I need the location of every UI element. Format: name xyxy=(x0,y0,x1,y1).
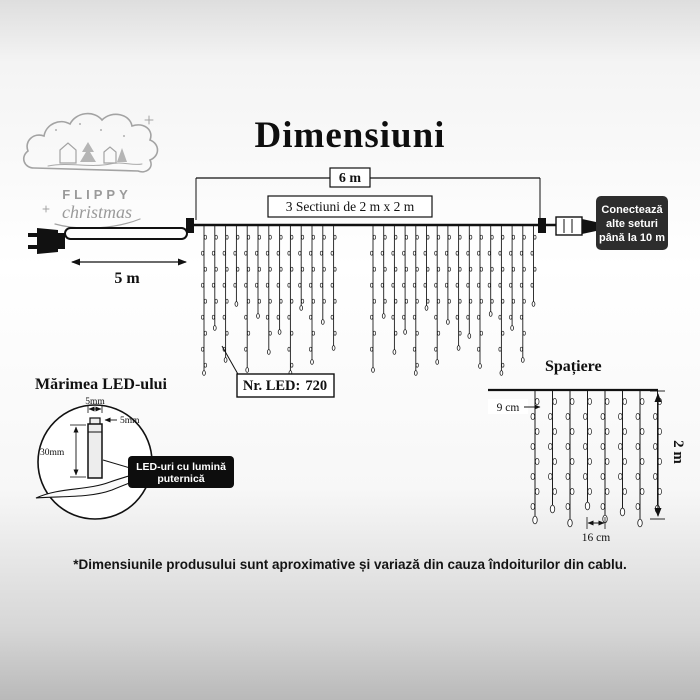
wire-tee-right xyxy=(538,218,546,233)
wire-tee-left xyxy=(186,218,194,233)
led-callout-line1: LED-uri cu lumină xyxy=(136,461,226,473)
logo-sparkle-icon xyxy=(42,115,154,213)
dim-9cm-label: 9 cm xyxy=(497,402,520,414)
dim-30mm-label: 30mm xyxy=(40,448,65,458)
page-title: Dimensiuni xyxy=(254,115,446,156)
curtain-strings-section-2 xyxy=(370,226,537,376)
dim-6m-label-box xyxy=(329,167,371,188)
dim-5mm-side-label: 5mm xyxy=(120,416,140,426)
logo-house2-icon xyxy=(103,146,117,164)
curtain-strings-section-1 xyxy=(201,226,337,376)
connect-note-line2: alte seturi xyxy=(606,218,658,230)
dim-5mm-top-label: 5mm xyxy=(85,397,105,407)
logo-sub-text: christmas xyxy=(62,202,132,222)
lead-cable xyxy=(64,227,188,240)
dim-5m-label: 5 m xyxy=(114,270,140,287)
led-tube-body xyxy=(87,423,103,479)
sections-label: 3 Sectiuni de 2 m x 2 m xyxy=(286,199,415,214)
disclaimer-text: *Dimensiunile produsului sunt aproximati… xyxy=(73,557,627,572)
connect-note-line3: până la 10 m xyxy=(599,232,665,244)
logo-snow-dots xyxy=(55,123,125,137)
dim-6m-label: 6 m xyxy=(339,171,362,186)
curtain-diagram: 6 m 3 Sectiuni de 2 m x 2 m 5 m xyxy=(28,167,668,398)
dim-16cm-label: 16 cm xyxy=(582,532,610,544)
logo-ground-line xyxy=(47,162,143,167)
led-count-box xyxy=(236,373,335,398)
led-callout-box xyxy=(128,456,234,488)
led-count-pointer xyxy=(221,345,240,377)
logo-brand-text: FLIPPY xyxy=(62,187,132,202)
end-connector xyxy=(555,216,596,236)
power-plug xyxy=(28,228,65,254)
led-size-title: Mărimea LED-ului xyxy=(35,376,168,393)
brand-logo: FLIPPY christmas xyxy=(22,112,159,229)
logo-cloud-outline xyxy=(22,112,159,173)
led-count-text: Nr. LED:720 xyxy=(243,378,327,394)
sections-label-box xyxy=(267,195,433,218)
led-size-diagram: Mărimea LED-ului 5mm 5mm 30mm xyxy=(35,376,234,520)
spacing-diagram: Spațiere 9 cm 2 m 16 cm xyxy=(488,358,686,544)
dim-9cm-label-backing xyxy=(488,399,528,414)
connect-note-line1: Conectează xyxy=(601,204,663,216)
logo-tree2-icon xyxy=(117,148,127,162)
connect-note-box xyxy=(596,196,668,250)
led-callout-line2: puternică xyxy=(157,473,204,485)
logo-tree-icon xyxy=(80,142,96,162)
spacing-strings xyxy=(530,391,662,528)
led-callout-pointer xyxy=(102,459,131,469)
logo-house-icon xyxy=(59,142,77,164)
dim-2m-label: 2 m xyxy=(670,440,686,464)
spacing-title: Spațiere xyxy=(545,358,602,376)
